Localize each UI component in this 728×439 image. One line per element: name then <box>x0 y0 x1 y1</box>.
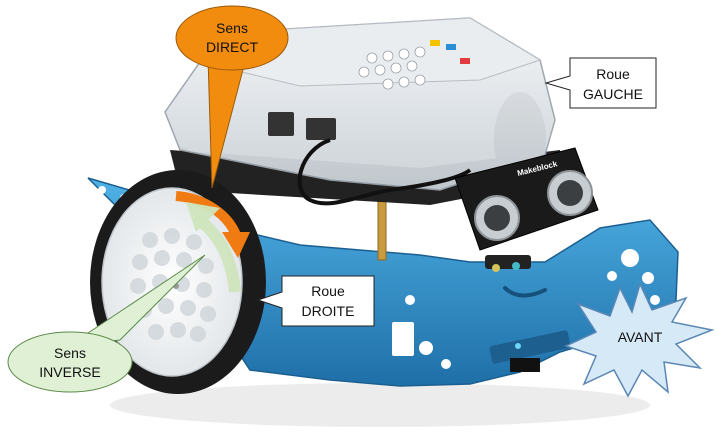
callout-left-wheel: Roue GAUCHE <box>544 57 657 109</box>
usb-port <box>268 112 294 136</box>
chassis-holes <box>98 186 660 369</box>
callout-inverse-line2: INVERSE <box>39 364 100 380</box>
floor-shadow <box>110 383 650 427</box>
callout-direct-line2: DIRECT <box>206 39 259 55</box>
callout-inverse: Sens INVERSE <box>7 254 206 393</box>
callout-forward-label: AVANT <box>618 329 663 345</box>
rj-port <box>306 118 336 140</box>
sensor-cable <box>297 138 472 206</box>
line-follower-sensor <box>489 330 571 372</box>
callout-right-wheel-line1: Roue <box>311 283 345 299</box>
callout-inverse-line1: Sens <box>54 345 86 361</box>
inverse-rotation-arrow <box>186 202 241 293</box>
callout-right-wheel-line2: DROITE <box>302 303 355 319</box>
callout-direct: Sens DIRECT <box>175 5 289 189</box>
ultrasonic-sensor: Makeblock <box>454 147 599 272</box>
callout-right-wheel: Roue DROITE <box>256 275 375 327</box>
smile-slot <box>503 286 547 298</box>
chassis-label-sticker <box>392 322 414 356</box>
callout-left-wheel-line1: Roue <box>596 66 630 82</box>
callout-direct-line1: Sens <box>216 20 248 36</box>
callout-left-wheel-line2: GAUCHE <box>583 86 643 102</box>
callout-forward-burst: AVANT <box>563 281 715 398</box>
shell-buttons <box>358 46 426 90</box>
